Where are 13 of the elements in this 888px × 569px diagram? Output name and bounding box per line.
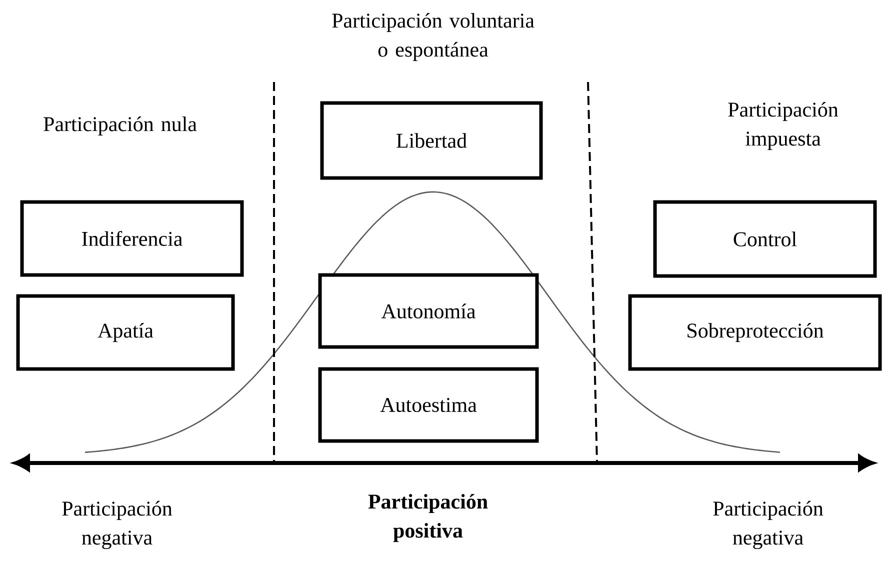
text-box: Indiferencia bbox=[20, 200, 244, 277]
text-box: Apatía bbox=[16, 294, 235, 371]
text-box: Libertad bbox=[320, 101, 543, 180]
region-label: Participación negativa bbox=[62, 500, 172, 550]
region-label: Participación positiva bbox=[368, 494, 488, 542]
text-box: Autoestima bbox=[318, 367, 539, 443]
region-label: Participación nula bbox=[44, 116, 197, 136]
region-label: Participación impuesta bbox=[728, 102, 838, 150]
region-label: Participación negativa bbox=[713, 500, 824, 550]
text-box: Control bbox=[653, 200, 877, 278]
text-box: Sobreprotección bbox=[628, 294, 882, 371]
region-label: Participación voluntaria o espontánea bbox=[332, 12, 534, 62]
text-box: Autonomía bbox=[318, 273, 539, 349]
